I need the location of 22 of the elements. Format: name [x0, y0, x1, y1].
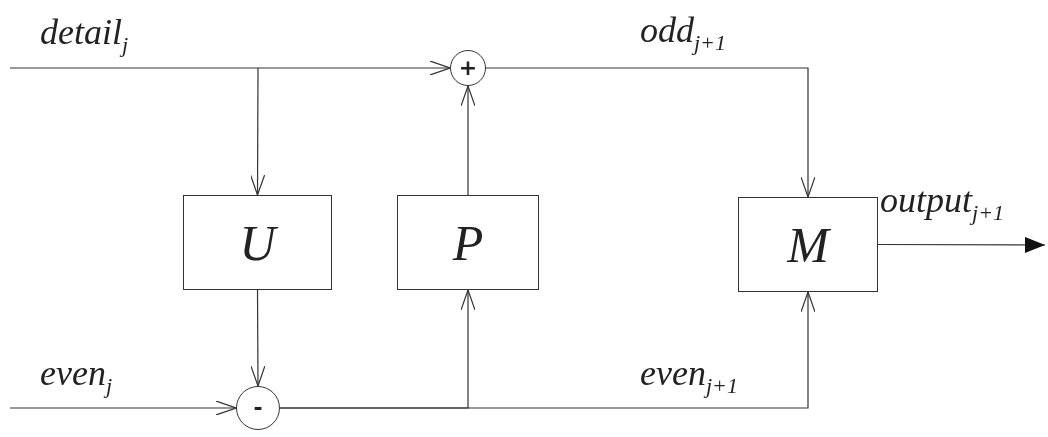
arrow	[9, 400, 237, 416]
arrow	[9, 60, 451, 76]
arrow	[485, 67, 816, 198]
process-block	[738, 197, 878, 292]
signal-label: output$_{j+1}$	[880, 182, 1004, 225]
signal-label: odd$_{j+1}$	[640, 12, 726, 55]
arrow	[877, 236, 1046, 253]
arrow	[460, 85, 476, 196]
summing-junction	[236, 386, 280, 430]
operator-symbol: -	[253, 397, 263, 419]
operator-symbol: +	[458, 57, 478, 79]
signal-label: even$_{j}$	[40, 355, 113, 398]
summing-junction	[450, 50, 486, 86]
signal-label: even$_{j+1}$	[640, 355, 738, 398]
block-label: P	[452, 217, 484, 268]
process-block	[183, 195, 332, 290]
arrow	[279, 289, 476, 409]
arrow	[250, 289, 266, 387]
process-block	[397, 195, 539, 290]
block-label: M	[787, 219, 829, 270]
signal-label: detail$_{j}$	[40, 14, 129, 57]
arrow	[250, 67, 266, 196]
